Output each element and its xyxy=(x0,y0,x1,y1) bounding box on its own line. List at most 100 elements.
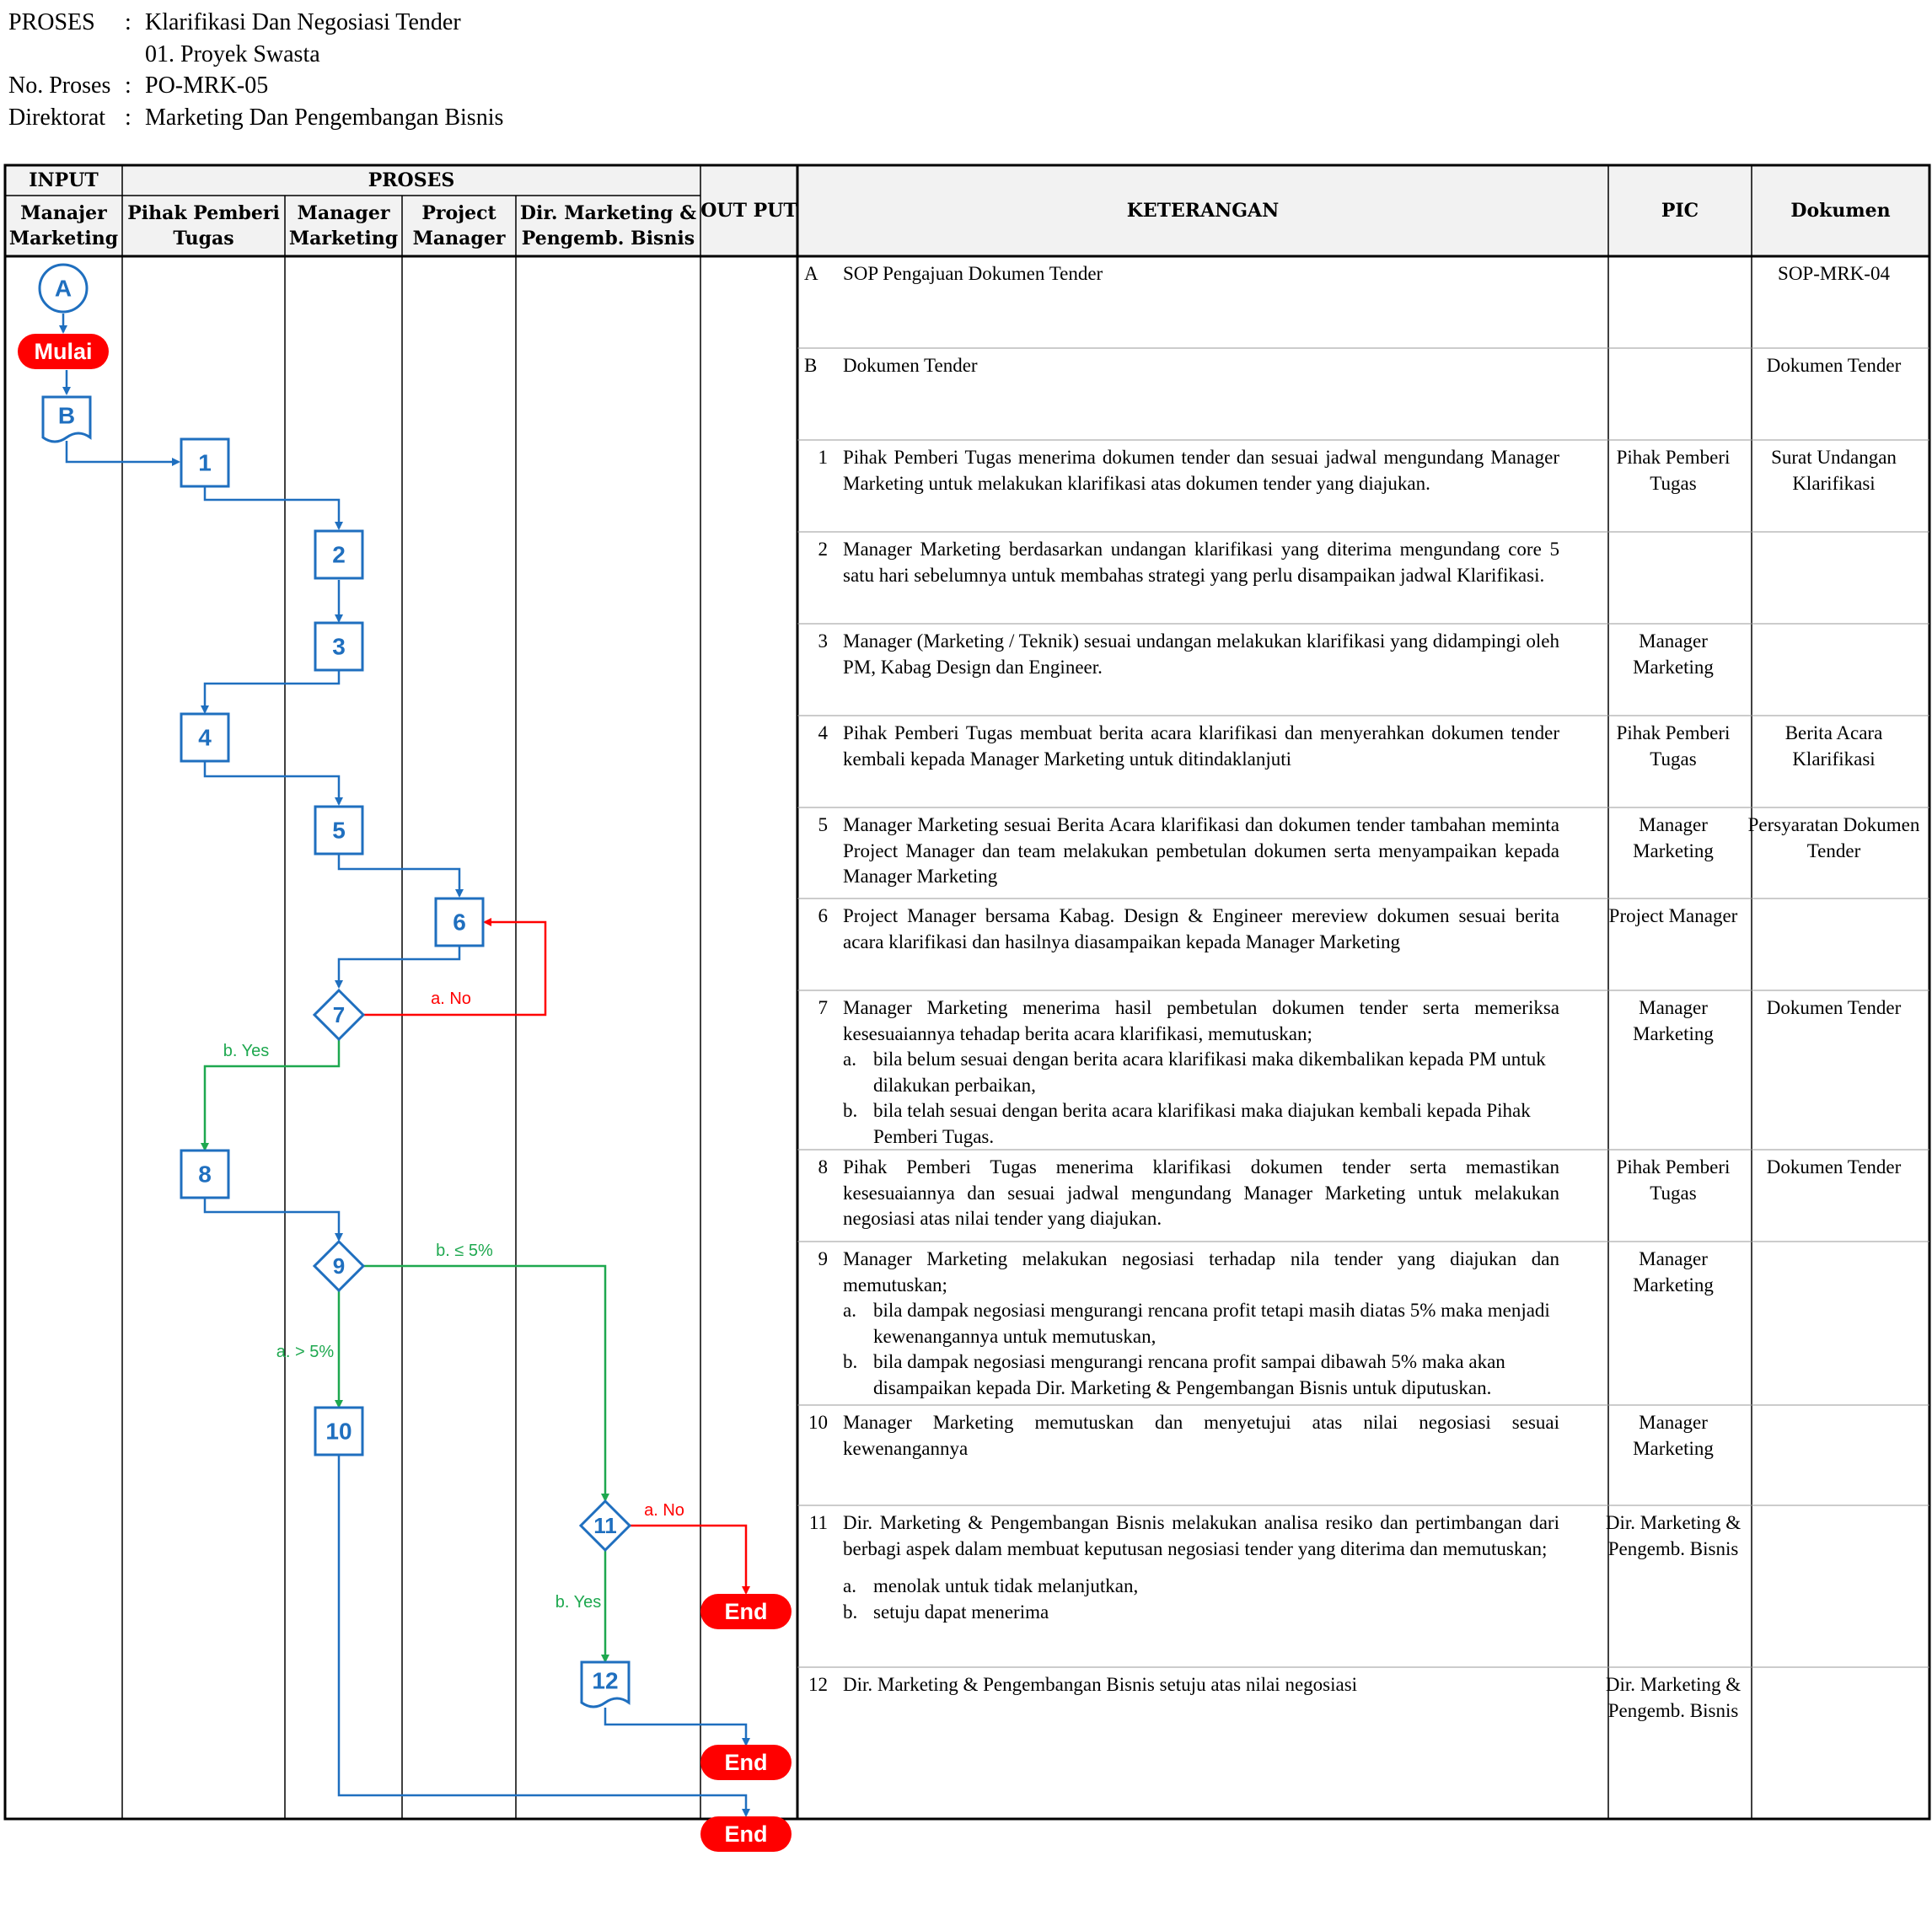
end-terminal-3-label: End xyxy=(725,1821,768,1847)
table-row: 3 Manager (Marketing / Teknik) sesuai und… xyxy=(797,624,1923,716)
row-dokumen: Surat Undangan Klarifikasi xyxy=(1771,447,1897,494)
row-pic: Manager Marketing xyxy=(1633,1412,1714,1459)
flow-5-to-6 xyxy=(337,853,464,898)
flow-6-to-7 xyxy=(335,946,461,989)
separator: : xyxy=(125,104,131,131)
connector-a-label: A xyxy=(55,276,72,302)
sub-item-letter: b. xyxy=(843,1601,858,1623)
row-pic: Pihak Pemberi Tugas xyxy=(1616,1156,1731,1204)
row-number: 7 xyxy=(818,997,829,1018)
row-sub-item: a.bila dampak negosiasi mengurangi renca… xyxy=(843,1298,1559,1349)
sub-item-letter: a. xyxy=(843,1575,856,1596)
row-pic: Manager Marketing xyxy=(1633,630,1714,678)
end-terminal-2-label: End xyxy=(725,1750,768,1775)
label-9-gt: a. > 5% xyxy=(276,1343,335,1361)
row-number: 11 xyxy=(808,1512,828,1533)
connector-a xyxy=(38,263,89,314)
process-info: PROSES : Klarifikasi Dan Negosiasi Tende… xyxy=(8,7,503,133)
flow-7-yes-to-8 xyxy=(201,1036,341,1151)
row-number: 9 xyxy=(818,1248,829,1269)
step-3-label: 3 xyxy=(332,634,346,660)
label-7-no: a. No xyxy=(431,990,471,1008)
decision-9 xyxy=(312,1239,366,1293)
flow-3-to-4 xyxy=(201,671,341,714)
step-6 xyxy=(434,897,485,947)
row-pic: Pihak Pemberi Tugas xyxy=(1616,722,1731,770)
row-description: Dir. Marketing & Pengembangan Bisnis set… xyxy=(843,1672,1559,1698)
label-11-no: a. No xyxy=(644,1501,684,1520)
step-2 xyxy=(314,529,364,580)
row-description-text: SOP Pengajuan Dokumen Tender xyxy=(843,263,1103,284)
row-number: 12 xyxy=(808,1674,828,1695)
sub-item-text: bila telah sesuai dengan berita acara kl… xyxy=(873,1100,1531,1147)
no-proses-value: PO-MRK-05 xyxy=(145,72,269,99)
label-9-le: b. ≤ 5% xyxy=(436,1242,493,1260)
row-pic: Manager Marketing xyxy=(1633,814,1714,861)
sub-item-letter: a. xyxy=(843,1049,856,1070)
table-row: 4 Pihak Pemberi Tugas membuat berita acar… xyxy=(797,716,1923,807)
row-description-text: Pihak Pemberi Tugas menerima klarifikasi… xyxy=(843,1156,1559,1229)
row-pic: Pihak Pemberi Tugas xyxy=(1616,447,1731,494)
row-description: SOP Pengajuan Dokumen Tender xyxy=(843,261,1559,287)
end-terminal-2 xyxy=(700,1745,792,1780)
table-row: 11 Dir. Marketing & Pengembangan Bisnis m… xyxy=(797,1505,1923,1667)
flow-8-to-9 xyxy=(203,1199,343,1242)
row-description: Dir. Marketing & Pengembangan Bisnis mel… xyxy=(843,1510,1559,1625)
document-12-label: 12 xyxy=(592,1668,618,1694)
document-b-label: B xyxy=(58,403,75,429)
label-7-yes: b. Yes xyxy=(223,1042,270,1060)
row-number: A xyxy=(804,263,818,284)
row-description: Manager Marketing berdasarkan undangan k… xyxy=(843,537,1559,588)
row-description-text: Manager Marketing sesuai Berita Acara kl… xyxy=(843,814,1559,887)
row-dokumen: Dokumen Tender xyxy=(1766,997,1902,1018)
end-terminal-3 xyxy=(700,1816,792,1852)
row-number: 4 xyxy=(818,722,829,743)
row-description: Project Manager bersama Kabag. Design & … xyxy=(843,904,1559,955)
row-description: Manager Marketing sesuai Berita Acara kl… xyxy=(843,813,1559,890)
table-row: 10 Manager Marketing memutuskan dan menye… xyxy=(797,1405,1923,1505)
step-4-label: 4 xyxy=(198,725,212,751)
row-description-text: Manager Marketing berdasarkan undangan k… xyxy=(843,539,1559,586)
row-description: Pihak Pemberi Tugas menerima dokumen ten… xyxy=(843,445,1559,496)
flow-10-to-end xyxy=(337,1456,750,1817)
step-1-label: 1 xyxy=(198,450,212,476)
start-terminal-label: Mulai xyxy=(34,339,92,364)
document-b xyxy=(41,395,92,443)
row-description: Pihak Pemberi Tugas membuat berita acara… xyxy=(843,721,1559,772)
separator: : xyxy=(125,72,131,99)
row-description-text: Manager Marketing melakukan negosiasi te… xyxy=(843,1248,1559,1295)
flow-9-le-to-11 xyxy=(363,1264,609,1502)
sub-item-text: bila dampak negosiasi mengurangi rencana… xyxy=(873,1300,1550,1347)
flow-12-to-end xyxy=(604,1708,750,1746)
flow-4-to-5 xyxy=(203,762,343,806)
row-description: Manager (Marketing / Teknik) sesuai unda… xyxy=(843,629,1559,680)
label-11-yes: b. Yes xyxy=(555,1593,602,1612)
row-number: 10 xyxy=(808,1412,828,1433)
row-number: 6 xyxy=(818,905,829,926)
step-6-label: 6 xyxy=(453,909,466,936)
row-description-text: Manager Marketing memutuskan dan menyetu… xyxy=(843,1412,1559,1459)
start-terminal xyxy=(18,334,109,369)
row-number: 3 xyxy=(818,630,829,652)
row-number: 2 xyxy=(818,539,829,560)
row-dokumen: SOP-MRK-04 xyxy=(1778,263,1890,284)
row-description-text: Project Manager bersama Kabag. Design & … xyxy=(843,905,1559,952)
step-3 xyxy=(314,621,364,672)
step-5 xyxy=(314,805,364,856)
table-row: 6 Project Manager bersama Kabag. Design &… xyxy=(797,898,1923,990)
sub-item-letter: b. xyxy=(843,1100,858,1121)
row-description: Pihak Pemberi Tugas menerima klarifikasi… xyxy=(843,1155,1559,1232)
sub-item-text: bila belum sesuai dengan berita acara kl… xyxy=(873,1049,1546,1096)
row-description: Manager Marketing melakukan negosiasi te… xyxy=(843,1247,1559,1401)
table-row: A SOP Pengajuan Dokumen Tender SOP-MRK-04 xyxy=(797,256,1923,348)
sub-item-letter: b. xyxy=(843,1351,858,1372)
row-pic: Dir. Marketing & Pengemb. Bisnis xyxy=(1605,1674,1741,1721)
table-row: 9 Manager Marketing melakukan negosiasi t… xyxy=(797,1242,1923,1405)
sub-item-text: bila dampak negosiasi mengurangi rencana… xyxy=(873,1351,1505,1398)
row-dokumen: Dokumen Tender xyxy=(1766,1156,1902,1177)
document-12 xyxy=(580,1660,631,1708)
